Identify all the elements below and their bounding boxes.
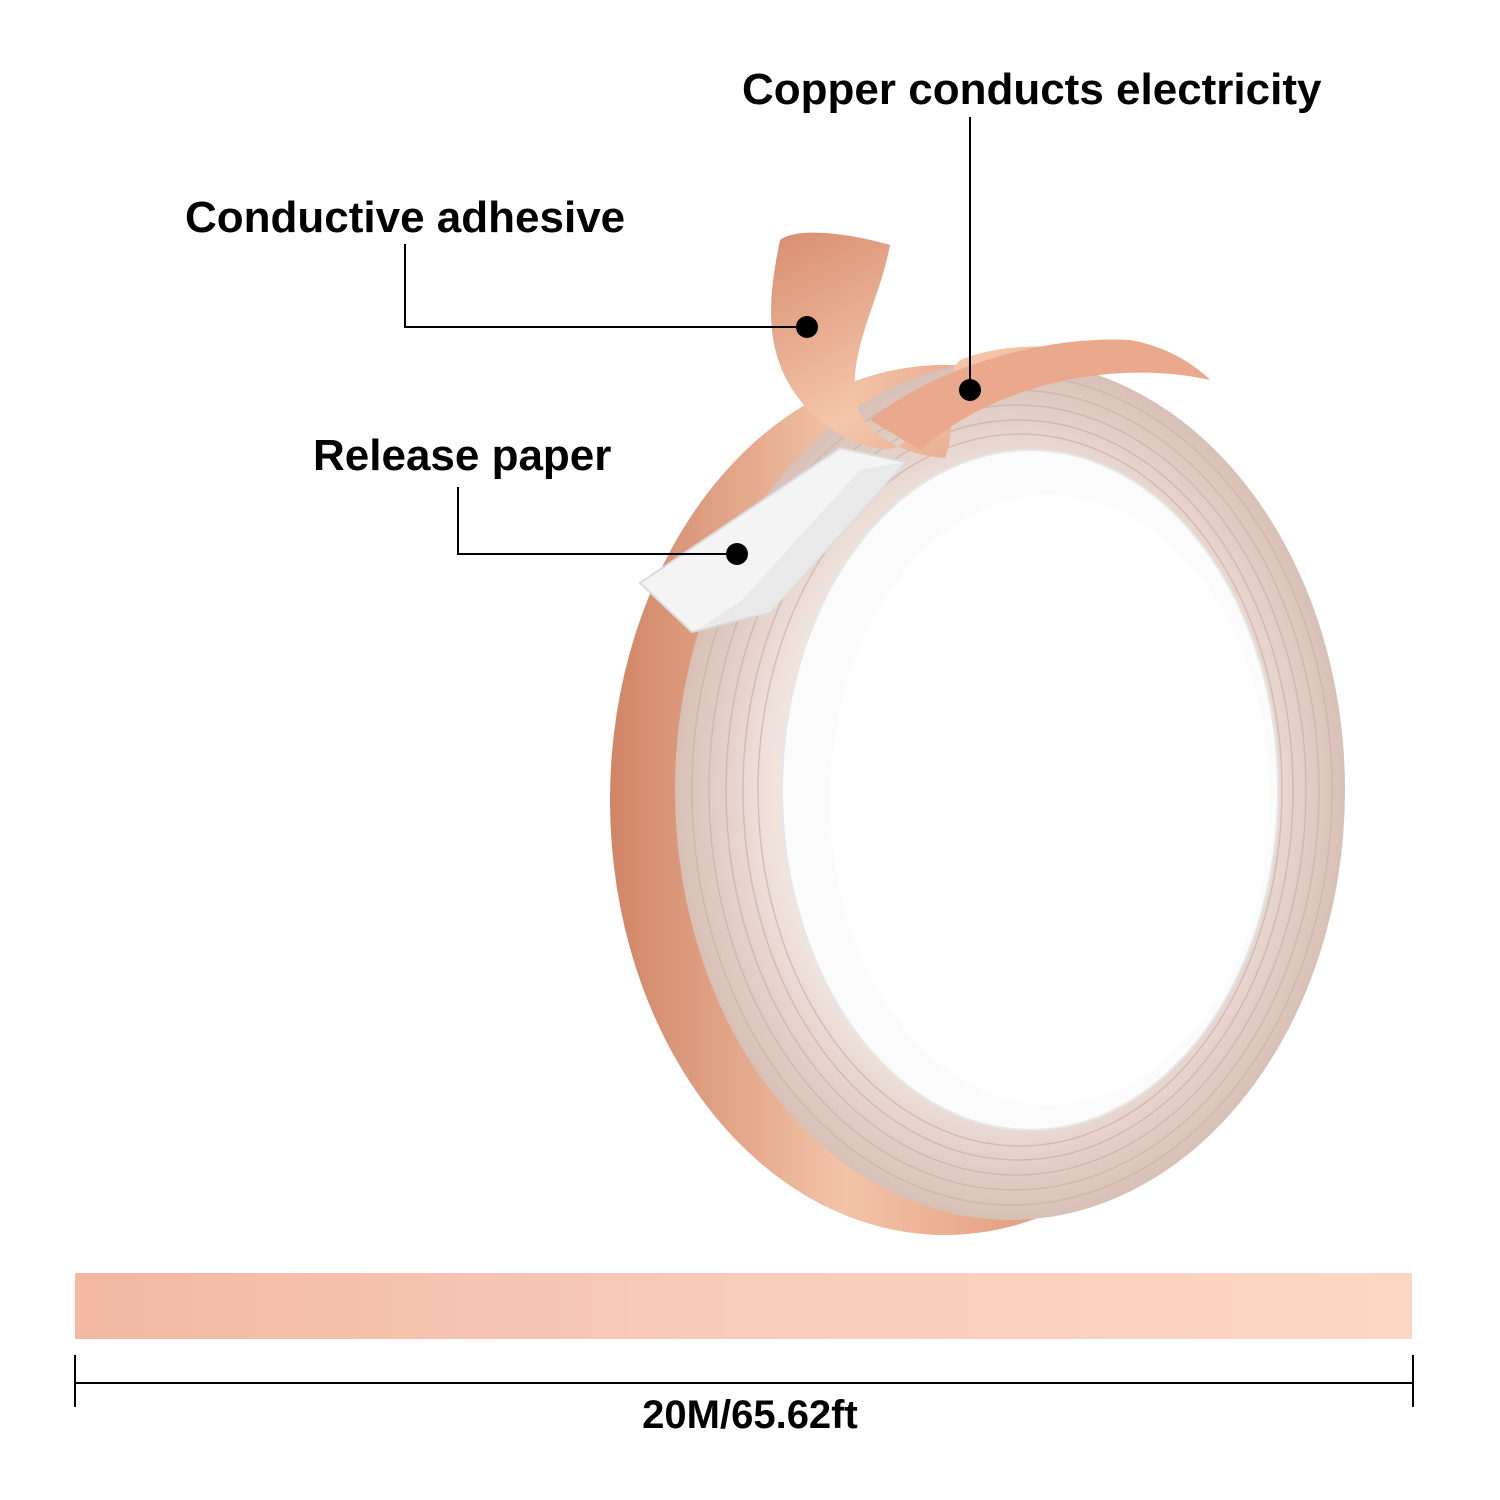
- adhesive-label: Conductive adhesive: [185, 193, 626, 242]
- length-label: 20M/65.62ft: [642, 1393, 858, 1437]
- copper-flap: [771, 232, 1200, 458]
- copper-strip: [75, 1273, 1412, 1339]
- release-paper-label: Release paper: [313, 431, 612, 480]
- dimension-line: [74, 1355, 1414, 1407]
- callout-copper: [959, 117, 981, 401]
- callout-release: [457, 487, 748, 565]
- copper-label: Copper conducts electricity: [742, 65, 1322, 114]
- tape-roll: [610, 360, 1345, 1235]
- callout-adhesive: [404, 244, 818, 338]
- copper-top-edge: [870, 339, 1210, 450]
